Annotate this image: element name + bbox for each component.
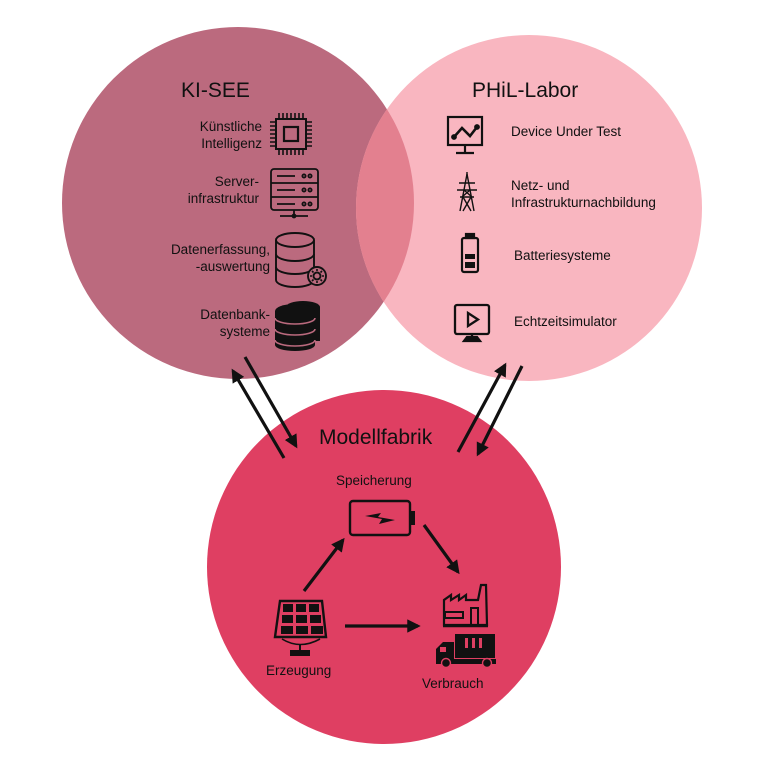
ki-see-item-database-line1: Datenbank- bbox=[200, 307, 270, 322]
storage-label: Speicherung bbox=[336, 473, 412, 488]
phil-item-dut: Device Under Test bbox=[511, 124, 622, 139]
cpu-chip-icon bbox=[270, 113, 312, 155]
arrow-ki-see-to-modellfabrik bbox=[243, 356, 298, 449]
power-pylon-icon bbox=[457, 172, 477, 212]
ki-see-item-server-line1: Server- bbox=[214, 174, 259, 189]
ki-see-item-database: Datenbank- systeme bbox=[200, 306, 270, 340]
monitor-play-icon bbox=[453, 303, 491, 343]
ki-see-item-data-capture-line1: Datenerfassung, bbox=[170, 242, 270, 257]
battery-charging-icon bbox=[348, 499, 415, 537]
battery-icon bbox=[460, 232, 480, 274]
arrow-modellfabrik-to-phil bbox=[456, 362, 507, 453]
arrow-modellfabrik-to-ki-see bbox=[231, 368, 286, 459]
consumption-label: Verbrauch bbox=[422, 676, 484, 691]
phil-item-grid-line1: Netz- und bbox=[511, 178, 570, 193]
ki-see-item-ai: Künstliche Intelligenz bbox=[200, 118, 262, 152]
ki-see-item-ai-line2: Intelligenz bbox=[201, 136, 262, 151]
circle-phil-labor bbox=[356, 35, 702, 381]
modellfabrik-title: Modellfabrik bbox=[319, 426, 433, 449]
phil-item-simulator: Echtzeitsimulator bbox=[514, 314, 617, 329]
database-gear-icon bbox=[275, 232, 327, 288]
ki-see-item-data-capture: Datenerfassung, -auswertung bbox=[171, 241, 270, 275]
arrow-phil-to-modellfabrik bbox=[476, 365, 524, 457]
arrow-storage-to-consumption bbox=[422, 524, 460, 575]
phil-item-grid-line2: Infrastrukturnachbildung bbox=[511, 195, 656, 210]
ki-see-title: KI-SEE bbox=[181, 79, 250, 102]
factory-truck-icon bbox=[436, 583, 496, 669]
monitor-chart-icon bbox=[446, 115, 484, 155]
solar-panel-icon bbox=[273, 599, 328, 656]
generation-label: Erzeugung bbox=[266, 663, 332, 678]
arrow-generation-to-storage bbox=[302, 537, 345, 592]
server-rack-icon bbox=[270, 168, 319, 219]
circle-ki-see bbox=[62, 27, 414, 379]
phil-labor-title: PHiL-Labor bbox=[472, 79, 579, 102]
database-stack-icon bbox=[274, 301, 320, 351]
ki-see-item-server-line2: infrastruktur bbox=[187, 191, 259, 206]
phil-item-grid: Netz- und Infrastrukturnachbildung bbox=[511, 177, 656, 211]
ki-see-item-data-capture-line2: -auswertung bbox=[195, 259, 270, 274]
phil-item-battery: Batteriesysteme bbox=[514, 248, 611, 263]
ki-see-item-database-line2: systeme bbox=[219, 324, 270, 339]
ki-see-item-ai-line1: Künstliche bbox=[199, 119, 262, 134]
ki-see-item-server: Server- infrastruktur bbox=[188, 173, 259, 207]
